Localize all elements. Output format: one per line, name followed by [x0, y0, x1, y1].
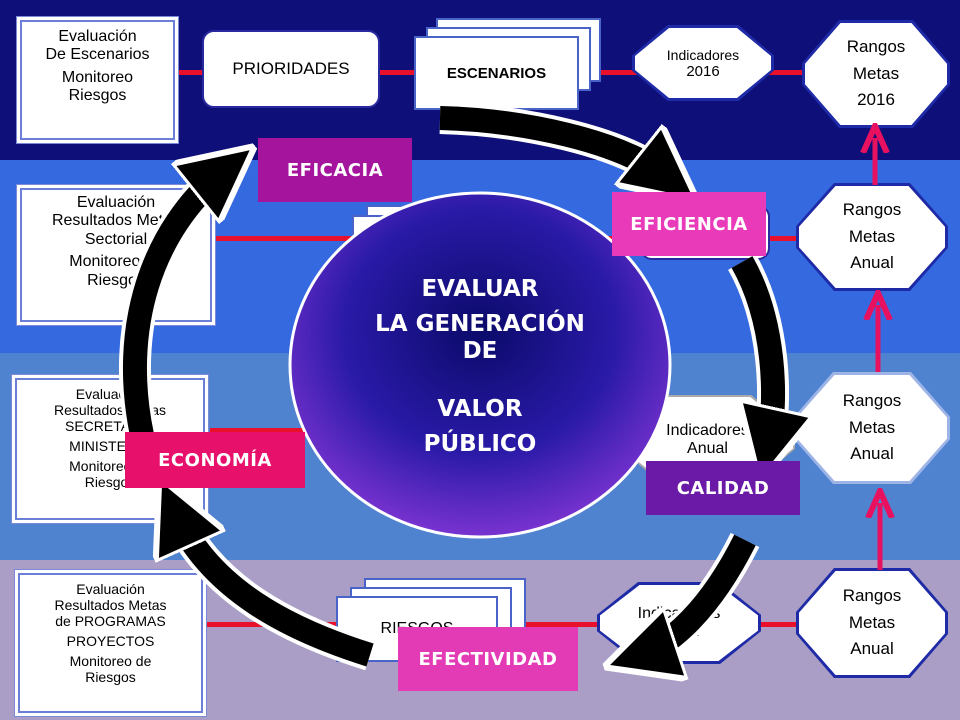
- label-text: EFICACIA: [286, 159, 384, 181]
- label-calidad: CALIDAD: [646, 461, 800, 515]
- label-economia: ECONOMÍA: [125, 432, 305, 488]
- box-line: Monitoreo de: [69, 653, 152, 670]
- box-line: Riesgos: [85, 669, 136, 686]
- cycle-arrow-top-right-icon: [439, 106, 668, 178]
- label-text: ECONOMÍA: [158, 449, 272, 471]
- rangos-line: Rangos: [846, 37, 906, 57]
- box-line: de PROGRAMAS: [55, 613, 166, 630]
- rangos-line: Anual: [850, 639, 894, 659]
- label-efectividad: EFECTIVIDAD: [398, 627, 578, 691]
- center-line: LA GENERACIÓN: [375, 310, 585, 337]
- box-line: Monitoreo: [61, 68, 134, 86]
- box-line: Riesgos: [68, 87, 127, 105]
- center-circle: [288, 191, 672, 539]
- label-text: CALIDAD: [676, 477, 770, 499]
- rangos-line: Rangos: [842, 586, 902, 606]
- center-line: EVALUAR: [421, 276, 539, 302]
- box-line: De Escenarios: [45, 46, 150, 64]
- box-line: Sectorial: [84, 230, 148, 248]
- label-text: EFICIENCIA: [630, 213, 748, 235]
- center-text: EVALUAR LA GENERACIÓN DE VALOR PÚBLICO: [330, 275, 630, 459]
- rangos-2016-box: Rangos Metas 2016: [805, 23, 947, 125]
- center-line: PÚBLICO: [423, 431, 537, 457]
- box-line: Evaluación: [58, 28, 137, 45]
- indicadores-line: Indicadores: [666, 46, 740, 63]
- prioridades-label: PRIORIDADES: [232, 59, 350, 78]
- cycle-arrow-bottom-left-icon: [175, 512, 374, 667]
- escenarios-label: ESCENARIOS: [446, 64, 547, 82]
- left-box-programas: Evaluación Resultados Metas de PROGRAMAS…: [18, 573, 203, 713]
- box-line: Riesgos: [84, 474, 136, 491]
- left-box-escenarios: Evaluación De Escenarios Monitoreo Riesg…: [20, 20, 175, 140]
- rangos-line: Anual: [850, 253, 894, 273]
- rangos-line: Metas: [848, 417, 896, 437]
- box-line: Evaluación: [76, 581, 145, 597]
- rangos-line: Metas: [848, 226, 896, 246]
- cycle-arrow-left-icon: [122, 170, 225, 438]
- rangos-row4-box: Rangos Metas Anual: [799, 571, 945, 675]
- indicadores-line: Indicadores: [666, 422, 749, 439]
- rangos-line: Metas: [848, 612, 896, 632]
- label-text: EFECTIVIDAD: [418, 648, 558, 670]
- indicadores-line: Anual: [687, 440, 728, 457]
- rangos-row2-box: Rangos Metas Anual: [799, 186, 945, 288]
- box-line: PROYECTOS: [66, 633, 155, 650]
- box-line: Riesgos: [87, 271, 145, 289]
- rangos-row3-box: Rangos Metas Anual: [797, 375, 947, 481]
- indicadores-line: 2016: [686, 62, 720, 80]
- box-line: Evaluación: [76, 194, 156, 211]
- rangos-line: Rangos: [842, 200, 902, 220]
- cycle-arrow-right-icon: [731, 256, 773, 445]
- rangos-line: 2016: [857, 90, 895, 110]
- rangos-line: Rangos: [842, 391, 902, 411]
- rangos-line: Metas: [852, 63, 900, 83]
- box-line: Resultados Metas: [54, 597, 167, 614]
- center-line: VALOR: [437, 396, 523, 423]
- center-line: DE: [462, 337, 498, 364]
- label-eficiencia: EFICIENCIA: [612, 192, 766, 256]
- box-line: Resultados Metas: [51, 212, 181, 230]
- rangos-line: Anual: [850, 444, 894, 464]
- cycle-arrow-bottom-right-icon: [640, 534, 756, 655]
- indicadores-2016-box: Indicadores 2016: [635, 28, 771, 98]
- label-eficacia: EFICACIA: [258, 138, 412, 202]
- prioridades-box: PRIORIDADES: [202, 30, 380, 108]
